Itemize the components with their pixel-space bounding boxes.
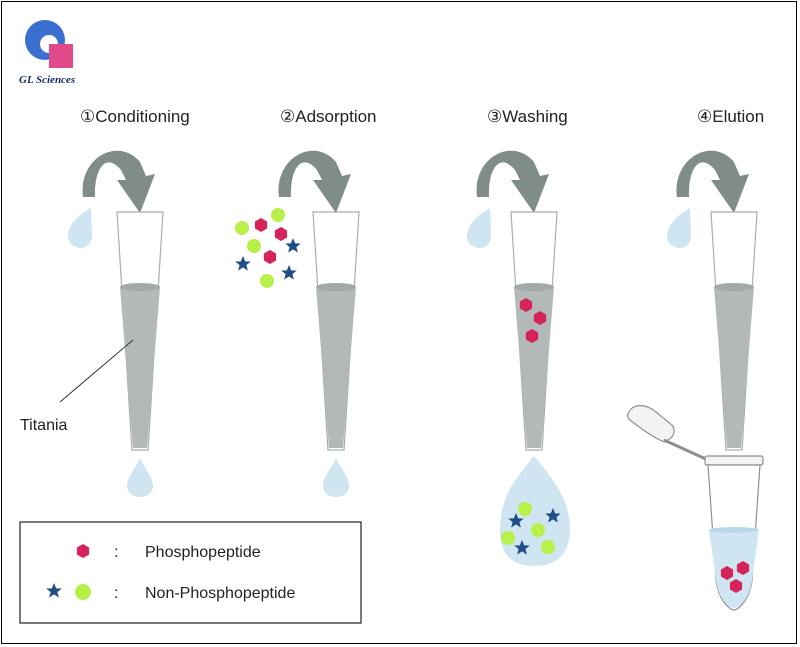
legend-label-phospho: Phosphopeptide <box>145 544 261 561</box>
legend-non-phospho-circle-icon <box>75 584 91 600</box>
non-phospho-circle-icon <box>541 540 555 554</box>
logo: GL Sciences <box>19 20 75 86</box>
legend: : Phosphopeptide : Non-Phosphopeptide <box>19 521 362 624</box>
curved-arrow-icon <box>676 150 749 213</box>
legend-label-non-phospho: Non-Phosphopeptide <box>145 585 295 602</box>
titania-label: Titania <box>20 417 68 434</box>
curved-arrow-icon <box>82 150 155 213</box>
legend-separator: : <box>114 544 118 561</box>
pipette-tip-adsorption <box>312 211 360 451</box>
microtube-lid-icon <box>627 405 675 443</box>
logo-text: GL Sciences <box>19 74 75 86</box>
non-phospho-circle-icon <box>518 502 532 516</box>
logo-square-icon <box>49 44 73 68</box>
non-phospho-star-icon <box>235 256 251 271</box>
microtube-rim <box>704 455 764 466</box>
non-phospho-circle-icon <box>235 221 249 235</box>
step-label-elution: ④Elution <box>697 107 764 126</box>
washed-out-peptides <box>501 502 561 555</box>
legend-box <box>19 521 362 624</box>
curved-arrows <box>82 150 749 213</box>
phospho-hexagon-icon <box>263 250 277 264</box>
sample-mixture <box>235 208 301 288</box>
input-drops <box>68 208 692 248</box>
drop-icon <box>323 458 349 497</box>
output-drops <box>127 456 570 566</box>
drop-icon <box>667 208 692 248</box>
phospho-hexagon-icon <box>254 218 268 232</box>
microtube-hinge <box>663 438 709 462</box>
microtube <box>627 405 764 611</box>
titania-bed <box>514 287 554 448</box>
eluate-liquid <box>709 530 759 608</box>
non-phospho-star-icon <box>281 265 297 280</box>
titania-bed <box>316 287 356 448</box>
step-label-conditioning: ①Conditioning <box>80 107 190 126</box>
non-phospho-circle-icon <box>271 208 285 222</box>
pipette-tip-conditioning <box>116 211 164 451</box>
titania-callout-line <box>59 339 134 403</box>
curved-arrow-icon <box>278 150 351 213</box>
non-phospho-circle-icon <box>260 274 274 288</box>
titania-bed <box>120 287 160 448</box>
drop-icon <box>467 208 492 248</box>
legend-separator: : <box>114 585 118 602</box>
non-phospho-circle-icon <box>247 239 261 253</box>
phospho-hexagon-icon <box>274 227 288 241</box>
drop-icon <box>127 458 153 497</box>
step-label-washing: ③Washing <box>487 107 568 126</box>
curved-arrow-icon <box>476 150 549 213</box>
non-phospho-circle-icon <box>501 531 515 545</box>
pipette-tip-elution <box>710 211 758 451</box>
non-phospho-star-icon <box>285 238 301 253</box>
non-phospho-circle-icon <box>531 523 545 537</box>
titania-bed <box>714 287 754 448</box>
drop-icon <box>68 208 93 248</box>
step-label-adsorption: ②Adsorption <box>280 107 377 126</box>
large-drop-icon <box>500 456 570 566</box>
pipette-tips <box>116 211 758 451</box>
